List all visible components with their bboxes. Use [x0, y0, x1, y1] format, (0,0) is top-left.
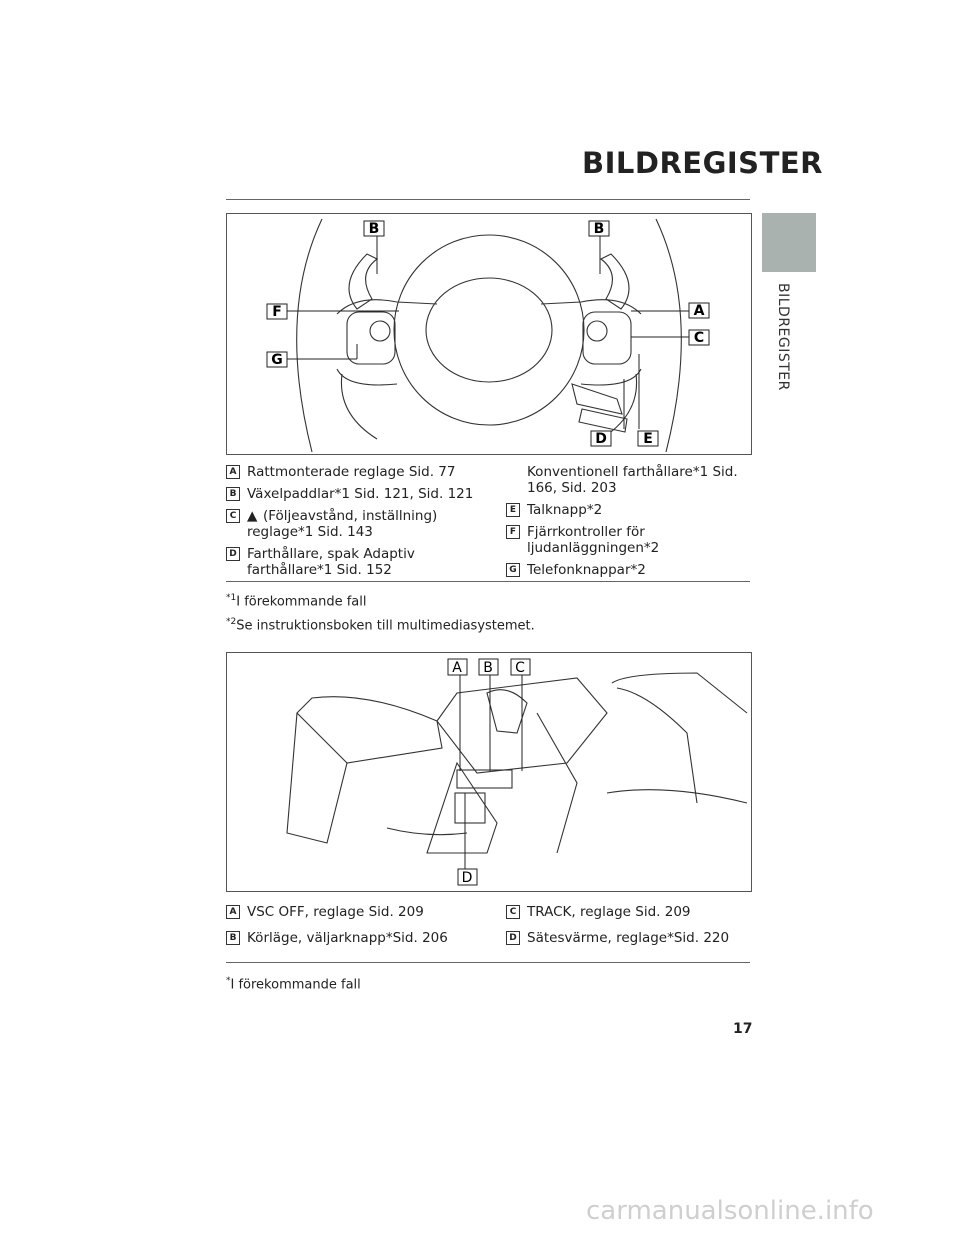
center-console-figure: A B C D — [226, 652, 752, 892]
callout-b: B — [483, 660, 493, 676]
legend-text: Körläge, väljarknapp*Sid. 206 — [247, 930, 448, 946]
legend-2-right: C TRACK, reglage Sid. 209 D Sätesvärme, re… — [506, 904, 750, 952]
legend-item-g: G Telefonknappar*2 — [506, 562, 750, 578]
legend2-item-d: D Sätesvärme, reglage*Sid. 220 — [506, 930, 750, 946]
legend-text: Sätesvärme, reglage*Sid. 220 — [527, 930, 729, 946]
legend2-item-a: A VSC OFF, reglage Sid. 209 — [226, 904, 488, 920]
legend-text: Farthållare, spak Adaptiv farthållare*1 … — [247, 546, 415, 578]
legend-item-a: A Rattmonterade reglage Sid. 77 — [226, 464, 488, 480]
legend2-item-b: B Körläge, väljarknapp*Sid. 206 — [226, 930, 488, 946]
callout-d: D — [595, 431, 607, 447]
callout-b-left: B — [369, 221, 380, 237]
callout-d: D — [462, 870, 473, 886]
page-title: BILDREGISTER — [582, 146, 823, 180]
legend-item-c: C ▲(Följeavstånd, inställning) reglage*1 … — [226, 508, 488, 540]
legend-text: Talknapp*2 — [527, 502, 602, 518]
legend-item-b: B Växelpaddlar*1 Sid. 121, Sid. 121 — [226, 486, 488, 502]
footnote-mark: *1 — [226, 593, 236, 603]
legend-key: F — [506, 525, 520, 539]
footnote-rule-2 — [226, 962, 750, 963]
callout-a: A — [452, 660, 462, 676]
legend-text: Rattmonterade reglage Sid. 77 — [247, 464, 455, 480]
footnote-text: I förekommande fall — [236, 594, 366, 609]
legend-text: Telefonknappar*2 — [527, 562, 646, 578]
page-number: 17 — [733, 1021, 752, 1037]
legend-key: D — [226, 547, 240, 561]
callout-a: A — [694, 303, 705, 319]
legend2-item-c: C TRACK, reglage Sid. 209 — [506, 904, 750, 920]
callout-f: F — [272, 304, 282, 320]
legend-key: C — [506, 905, 520, 919]
callout-b-right: B — [594, 221, 605, 237]
callout-c: C — [694, 330, 704, 346]
car-distance-icon: ▲ — [247, 508, 259, 524]
title-rule — [226, 199, 750, 200]
footnote-mark: *2 — [226, 617, 236, 627]
legend-text: VSC OFF, reglage Sid. 209 — [247, 904, 424, 920]
callout-e: E — [643, 431, 653, 447]
footnote-rule-1 — [226, 581, 750, 582]
section-tab — [762, 213, 816, 272]
legend-key: A — [226, 905, 240, 919]
legend-key: B — [226, 931, 240, 945]
legend-text: Konventionell farthållare*1 Sid. 166, Si… — [527, 464, 738, 496]
steering-wheel-figure: B B F G A C D E — [226, 213, 752, 455]
callout-c: C — [515, 660, 525, 676]
legend-item-e: E Talknapp*2 — [506, 502, 750, 518]
legend-text: TRACK, reglage Sid. 209 — [527, 904, 691, 920]
section-tab-label: BILDREGISTER — [775, 283, 791, 391]
legend-1-left: A Rattmonterade reglage Sid. 77 B Växelpad… — [226, 464, 488, 584]
legend-text: Fjärrkontroller för ljudanläggningen*2 — [527, 524, 659, 556]
footnote-text: Se instruktionsboken till multimediasyst… — [236, 618, 535, 633]
footnote-1: *1I förekommande fall — [226, 593, 367, 609]
callout-g: G — [271, 352, 283, 368]
legend-key: G — [506, 563, 520, 577]
footnote-3: *I förekommande fall — [226, 976, 361, 992]
steering-wheel-illustration: B B F G A C D E — [227, 214, 751, 454]
legend-item-d: D Farthållare, spak Adaptiv farthållare*1… — [226, 546, 488, 578]
footnote-text: I förekommande fall — [231, 977, 361, 992]
legend-continuation: Konventionell farthållare*1 Sid. 166, Si… — [506, 464, 750, 496]
legend-key: C — [226, 509, 240, 523]
center-console-illustration: A B C D — [227, 653, 751, 891]
legend-key: D — [506, 931, 520, 945]
watermark: carmanualsonline.info — [586, 1196, 874, 1226]
legend-key: B — [226, 487, 240, 501]
legend-text: (Följeavstånd, inställning) reglage*1 Si… — [247, 508, 437, 540]
legend-key: E — [506, 503, 520, 517]
legend-1-right: Konventionell farthållare*1 Sid. 166, Si… — [506, 464, 750, 584]
footnote-2: *2Se instruktionsboken till multimediasy… — [226, 617, 535, 633]
figure1-callouts: B B F G A C D E — [267, 221, 709, 447]
legend-2-left: A VSC OFF, reglage Sid. 209 B Körläge, väl… — [226, 904, 488, 952]
legend-key: A — [226, 465, 240, 479]
legend-item-f: F Fjärrkontroller för ljudanläggningen*2 — [506, 524, 750, 556]
legend-text: Växelpaddlar*1 Sid. 121, Sid. 121 — [247, 486, 473, 502]
